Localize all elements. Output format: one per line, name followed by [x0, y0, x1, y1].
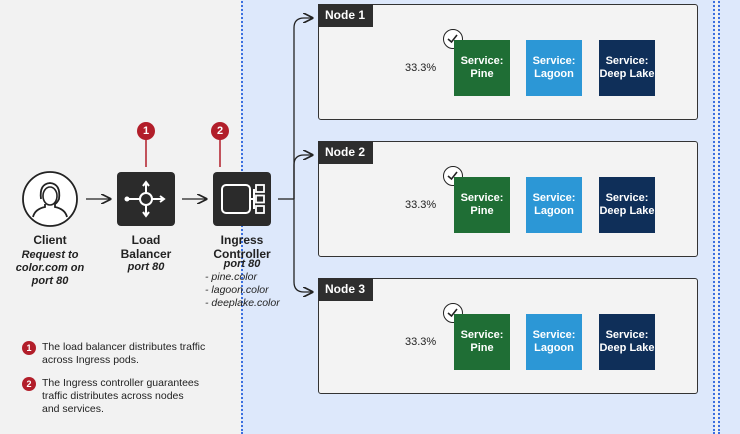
- load-balancer-port: port 80: [127, 261, 165, 273]
- service-pine: Service: Pine: [454, 40, 510, 96]
- ingress-controller-icon: [213, 172, 271, 226]
- service-lagoon: Service: Lagoon: [526, 177, 582, 233]
- node-1-label: Node 1: [318, 4, 374, 27]
- badge-2: 2: [211, 122, 229, 140]
- service-deep-lake: Service: Deep Lake: [599, 314, 655, 370]
- service-pine: Service: Pine: [454, 314, 510, 370]
- service-lagoon: Service: Lagoon: [526, 40, 582, 96]
- arrow-to-node1: [293, 18, 312, 199]
- legend-text-2: The Ingress controller guarantees traffi…: [42, 377, 200, 415]
- client-label: Client: [33, 233, 67, 247]
- legend-badge-1: 1: [22, 341, 36, 355]
- node-1-traffic-pct: 33.3%: [405, 62, 437, 74]
- service-lagoon: Service: Lagoon: [526, 314, 582, 370]
- ingress-controller-label: Ingress Controller: [213, 233, 271, 261]
- ingress-host-list: - pine.color - lagoon.color - deeplake.c…: [205, 271, 280, 309]
- client-desc: Request to color.com on port 80: [15, 249, 85, 287]
- cluster-edge-region: [718, 0, 740, 434]
- node-2-traffic-pct: 33.3%: [405, 199, 437, 211]
- legend-item-2: 2 The Ingress controller guarantees traf…: [22, 377, 199, 416]
- badge-1: 1: [137, 122, 155, 140]
- node-3-traffic-pct: 33.3%: [405, 336, 437, 348]
- service-pine: Service: Pine: [454, 177, 510, 233]
- legend-item-1: 1 The load balancer distributes traffic …: [22, 341, 205, 367]
- load-balancer-label: Load Balancer: [120, 233, 172, 261]
- legend-badge-2: 2: [22, 377, 36, 391]
- node-2-label: Node 2: [318, 141, 374, 164]
- node-3-label: Node 3: [318, 278, 374, 301]
- arrow-to-node2: [293, 155, 312, 199]
- service-deep-lake: Service: Deep Lake: [599, 40, 655, 96]
- arrow-to-node3: [293, 199, 312, 292]
- ingress-controller-port: port 80: [223, 258, 261, 270]
- service-deep-lake: Service: Deep Lake: [599, 177, 655, 233]
- legend-text-1: The load balancer distributes traffic ac…: [42, 341, 206, 366]
- load-balancer-icon: [117, 172, 175, 226]
- client-avatar-icon: [21, 170, 79, 228]
